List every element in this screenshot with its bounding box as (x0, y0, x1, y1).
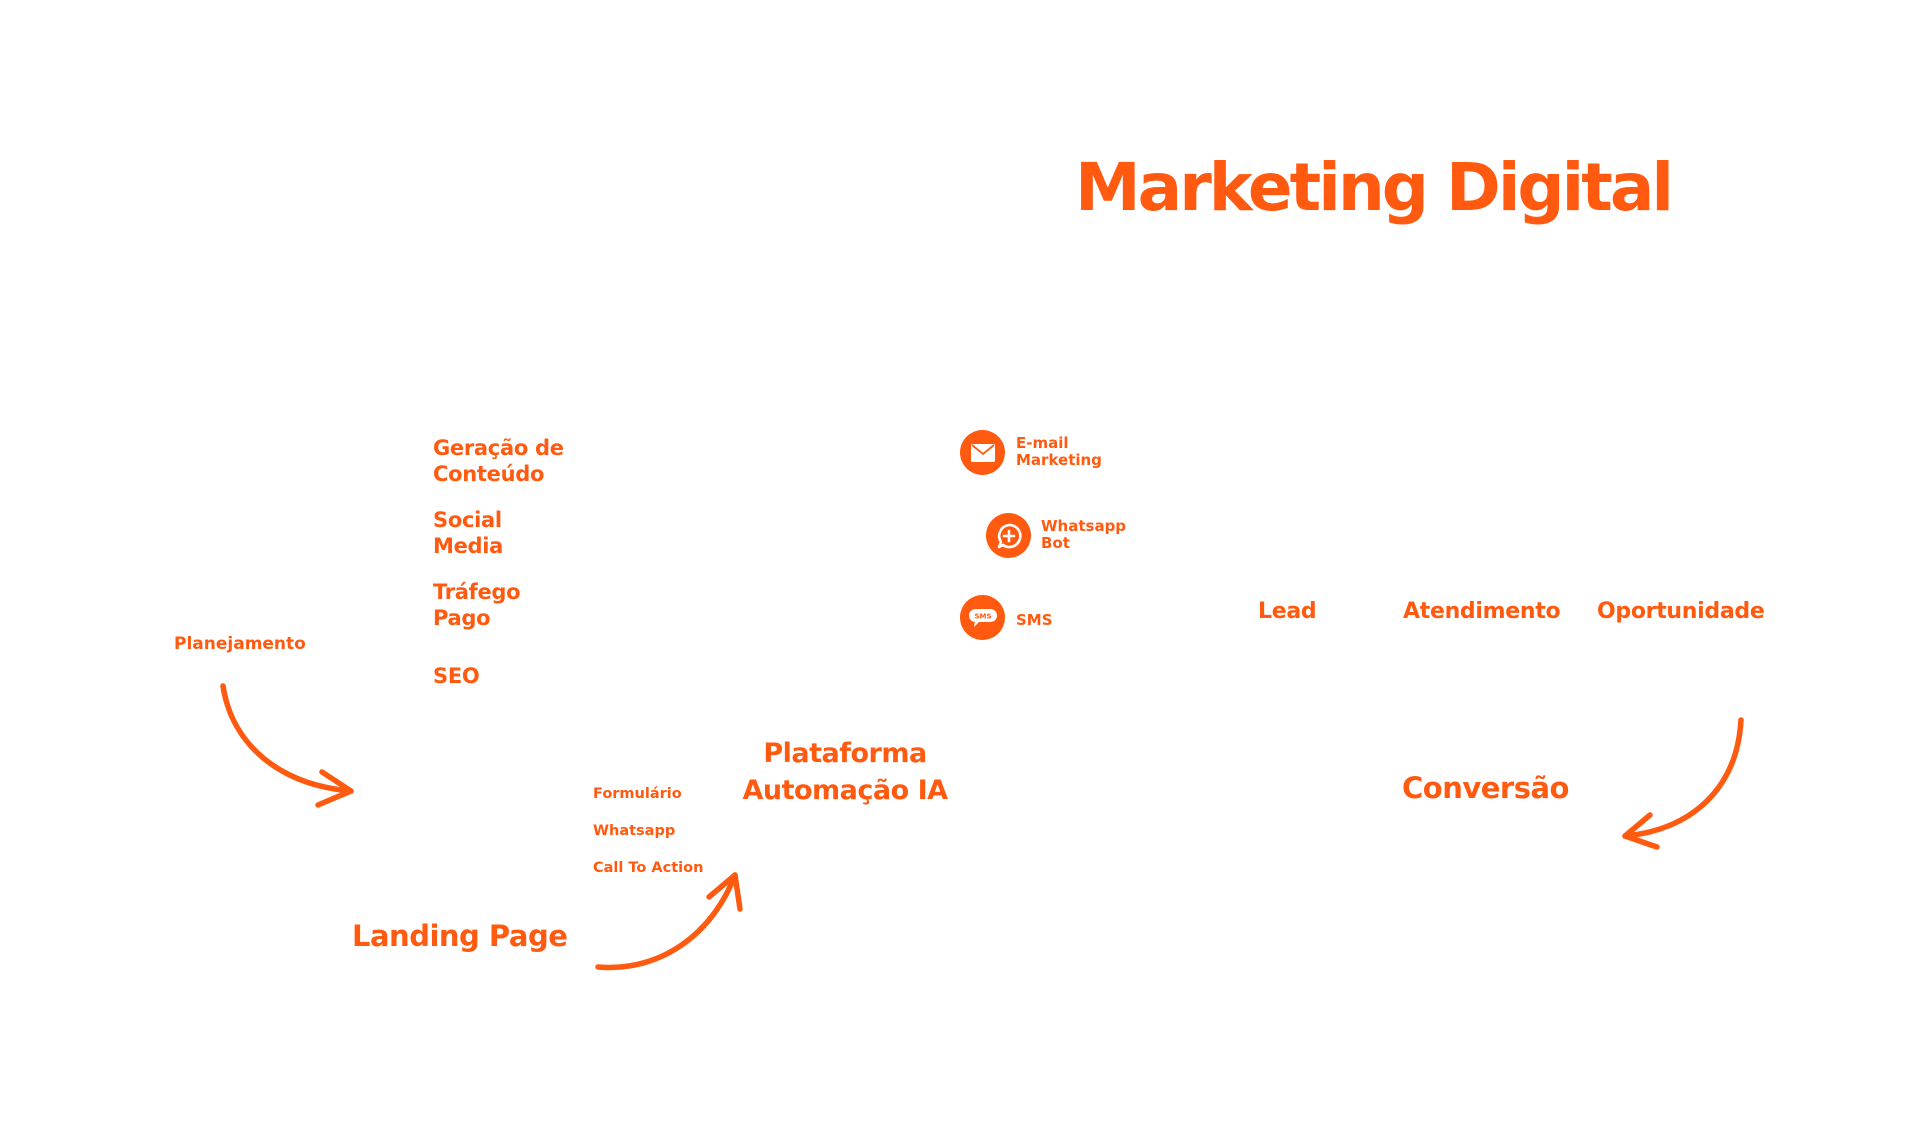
channel-line: Social (433, 508, 502, 532)
channel-content-generation: Geração de Conteúdo (433, 435, 564, 487)
conversion-label: Conversão (1402, 771, 1569, 805)
planning-label: Planejamento (174, 634, 306, 654)
funnel-stage-lead: Lead (1258, 599, 1317, 624)
channel-line: E-mail (1016, 434, 1069, 452)
channel-line: Geração de (433, 436, 564, 460)
platform-line: Automação IA (742, 775, 948, 806)
sms-badge-text: SMS (974, 612, 991, 620)
platform-line: Plataforma (763, 738, 927, 769)
channel-line: Whatsapp (1041, 517, 1127, 535)
funnel-stage-oportunidade: Oportunidade (1597, 599, 1765, 624)
channel-seo: SEO (433, 663, 480, 689)
channel-social-media: Social Media (433, 507, 503, 559)
page-title: Marketing Digital (1075, 149, 1674, 226)
arrow-landing-to-platform-icon (595, 872, 743, 971)
channel-line: Media (433, 534, 504, 558)
whatsapp-plus-icon (986, 513, 1031, 558)
channel-sms: SMS (1016, 612, 1053, 629)
channel-line: Bot (1041, 534, 1070, 552)
landing-item-form: Formulário (593, 786, 682, 802)
channel-line: Tráfego (433, 580, 521, 604)
channel-whatsapp-bot: Whatsapp Bot (1041, 518, 1126, 552)
landing-item-whatsapp: Whatsapp (593, 823, 676, 839)
envelope-icon (960, 430, 1005, 475)
landing-page-label: Landing Page (352, 919, 568, 953)
channel-line: SMS (1016, 611, 1053, 629)
channel-email-marketing: E-mail Marketing (1016, 435, 1102, 469)
channel-line: SEO (433, 664, 480, 688)
sms-bubble-icon: SMS (960, 595, 1005, 640)
channel-line: Conteúdo (433, 462, 545, 486)
arrow-opportunity-to-conversion-icon (1622, 717, 1744, 850)
funnel-stage-atendimento: Atendimento (1403, 599, 1561, 624)
landing-item-cta: Call To Action (593, 860, 704, 876)
platform-label: Plataforma Automação IA (725, 735, 965, 809)
channel-paid-traffic: Tráfego Pago (433, 579, 521, 631)
arrow-planning-to-landing-icon (220, 683, 354, 808)
channel-line: Pago (433, 606, 491, 630)
channel-line: Marketing (1016, 451, 1102, 469)
